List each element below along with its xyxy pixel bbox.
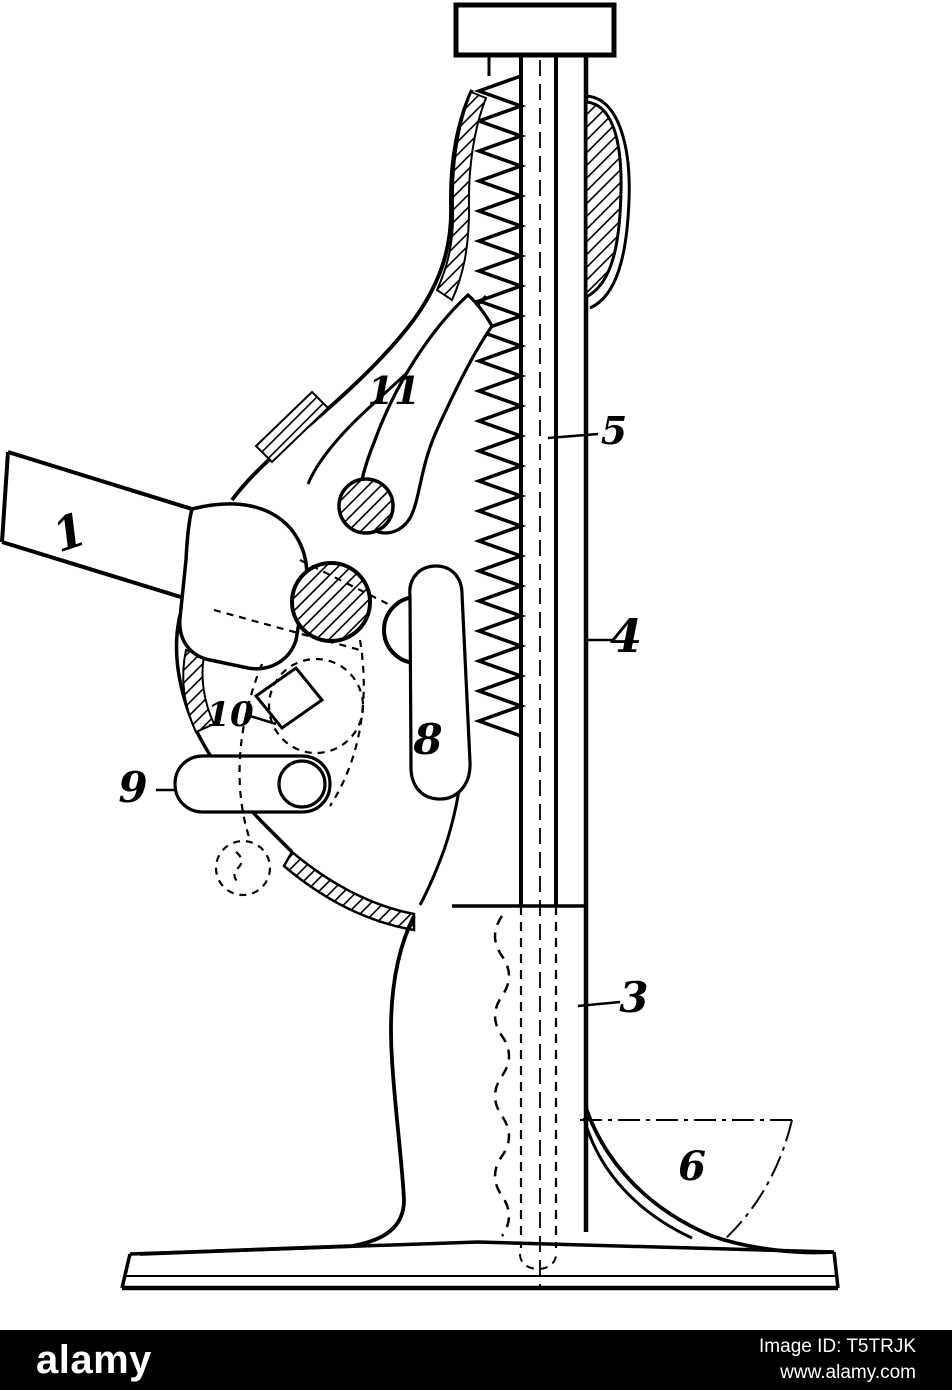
base	[120, 1240, 840, 1291]
part-label-screw: 5	[601, 408, 627, 453]
part-label-base-detail: 6	[678, 1143, 706, 1190]
lower-pin	[277, 759, 327, 809]
alamy-url: www.alamy.com	[780, 1362, 916, 1383]
link	[253, 665, 325, 731]
upper-pivot-pin	[337, 477, 395, 535]
image-id: Image ID: T5TRJK	[759, 1336, 916, 1358]
watermark-bar: alamy Image ID: T5TRJK www.alamy.com	[0, 1330, 952, 1390]
base-detail	[580, 1117, 793, 1241]
leader-lines	[156, 432, 621, 1008]
cap	[453, 2, 617, 76]
phantom-lines	[213, 559, 393, 897]
part-label-standard: 4	[610, 609, 642, 663]
part-label-pedestal: 3	[619, 973, 648, 1022]
pawl-arm	[337, 292, 494, 535]
lever-handle	[0, 450, 309, 671]
guide-bracket	[584, 94, 631, 310]
rack-bar	[473, 55, 527, 1237]
pawl	[408, 564, 472, 801]
watermark-info: Image ID: T5TRJK www.alamy.com	[759, 1334, 916, 1385]
part-label-pin: 9	[118, 763, 147, 812]
part-label-link: 10	[206, 695, 254, 735]
part-label-pawl-arm: 11	[368, 368, 421, 413]
alamy-logo: alamy	[36, 1338, 152, 1382]
part-label-pawl: 8	[412, 715, 442, 764]
main-pivot-pin	[290, 561, 372, 643]
pedestal	[139, 915, 833, 1256]
lifting-jack-diagram: 1 11 10 9 8 5 4 3 6	[0, 2, 840, 1291]
part-label-handle: 1	[46, 502, 93, 563]
